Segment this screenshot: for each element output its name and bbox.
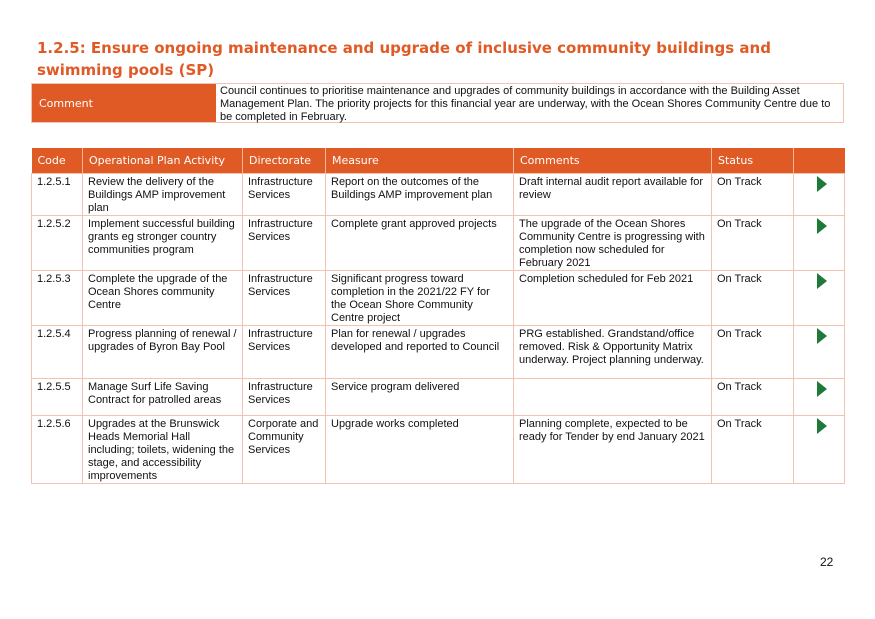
table-row: 1.2.5.3 Complete the upgrade of the Ocea… (31, 269, 845, 326)
cell-code: 1.2.5.1 (31, 172, 83, 216)
comment-text: Council continues to prioritise maintena… (220, 85, 831, 123)
header-status: Status (711, 148, 794, 173)
cell-directorate: Infrastructure Services (242, 377, 326, 416)
cell-comments: PRG established. Grandstand/office remov… (513, 324, 712, 379)
cell-code: 1.2.5.4 (31, 324, 83, 379)
cell-comments: The upgrade of the Ocean Shores Communit… (513, 214, 712, 271)
cell-activity: Implement successful building grants eg … (82, 214, 243, 271)
cell-activity: Complete the upgrade of the Ocean Shores… (82, 269, 243, 326)
header-activity: Operational Plan Activity (82, 148, 243, 173)
header-measure: Measure (325, 148, 514, 173)
cell-status: On Track (711, 214, 794, 271)
cell-code: 1.2.5.3 (31, 269, 83, 326)
cell-directorate: Infrastructure Services (242, 214, 326, 271)
cell-measure: Significant progress toward completion i… (325, 269, 514, 326)
cell-measure: Service program delivered (325, 377, 514, 416)
header-comments: Comments (513, 148, 712, 173)
page-number: 22 (820, 555, 834, 569)
cell-measure: Upgrade works completed (325, 414, 514, 484)
table-header-row: Code Operational Plan Activity Directora… (31, 148, 845, 173)
cell-directorate: Infrastructure Services (242, 324, 326, 379)
cell-measure: Report on the outcomes of the Buildings … (325, 172, 514, 216)
green-right-arrow-icon (817, 327, 827, 344)
cell-directorate: Infrastructure Services (242, 269, 326, 326)
cell-activity: Progress planning of renewal / upgrades … (82, 324, 243, 379)
cell-status: On Track (711, 269, 794, 326)
green-right-arrow-icon (817, 175, 827, 192)
green-right-arrow-icon (817, 380, 827, 397)
cell-status-icon (793, 324, 845, 379)
cell-status: On Track (711, 172, 794, 216)
cell-status-icon (793, 269, 845, 326)
cell-status-icon (793, 214, 845, 271)
cell-code: 1.2.5.2 (31, 214, 83, 271)
cell-directorate: Corporate and Community Services (242, 414, 326, 484)
cell-status-icon (793, 172, 845, 216)
table-row: 1.2.5.2 Implement successful building gr… (31, 214, 845, 271)
table-row: 1.2.5.6 Upgrades at the Brunswick Heads … (31, 414, 845, 484)
cell-status: On Track (711, 324, 794, 379)
cell-status-icon (793, 414, 845, 484)
green-right-arrow-icon (817, 217, 827, 234)
comment-label: Comment (32, 84, 216, 122)
section-heading: 1.2.5: Ensure ongoing maintenance and up… (37, 39, 771, 79)
cell-status: On Track (711, 377, 794, 416)
cell-status: On Track (711, 414, 794, 484)
header-code: Code (31, 148, 83, 173)
cell-comments (513, 377, 712, 416)
cell-comments: Planning complete, expected to be ready … (513, 414, 712, 484)
cell-comments: Completion scheduled for Feb 2021 (513, 269, 712, 326)
cell-status-icon (793, 377, 845, 416)
table-row: 1.2.5.5 Manage Surf Life Saving Contract… (31, 377, 845, 416)
cell-activity: Manage Surf Life Saving Contract for pat… (82, 377, 243, 416)
cell-code: 1.2.5.5 (31, 377, 83, 416)
table-row: 1.2.5.4 Progress planning of renewal / u… (31, 324, 845, 379)
cell-measure: Plan for renewal / upgrades developed an… (325, 324, 514, 379)
green-right-arrow-icon (817, 417, 827, 434)
cell-code: 1.2.5.6 (31, 414, 83, 484)
cell-measure: Complete grant approved projects (325, 214, 514, 271)
activities-table: Code Operational Plan Activity Directora… (31, 148, 845, 484)
comment-box: Comment Council continues to prioritise … (31, 83, 844, 123)
header-directorate: Directorate (242, 148, 326, 173)
cell-directorate: Infrastructure Services (242, 172, 326, 216)
cell-comments: Draft internal audit report available fo… (513, 172, 712, 216)
header-status-icon (793, 148, 845, 173)
green-right-arrow-icon (817, 272, 827, 289)
cell-activity: Review the delivery of the Buildings AMP… (82, 172, 243, 216)
table-row: 1.2.5.1 Review the delivery of the Build… (31, 172, 845, 216)
cell-activity: Upgrades at the Brunswick Heads Memorial… (82, 414, 243, 484)
